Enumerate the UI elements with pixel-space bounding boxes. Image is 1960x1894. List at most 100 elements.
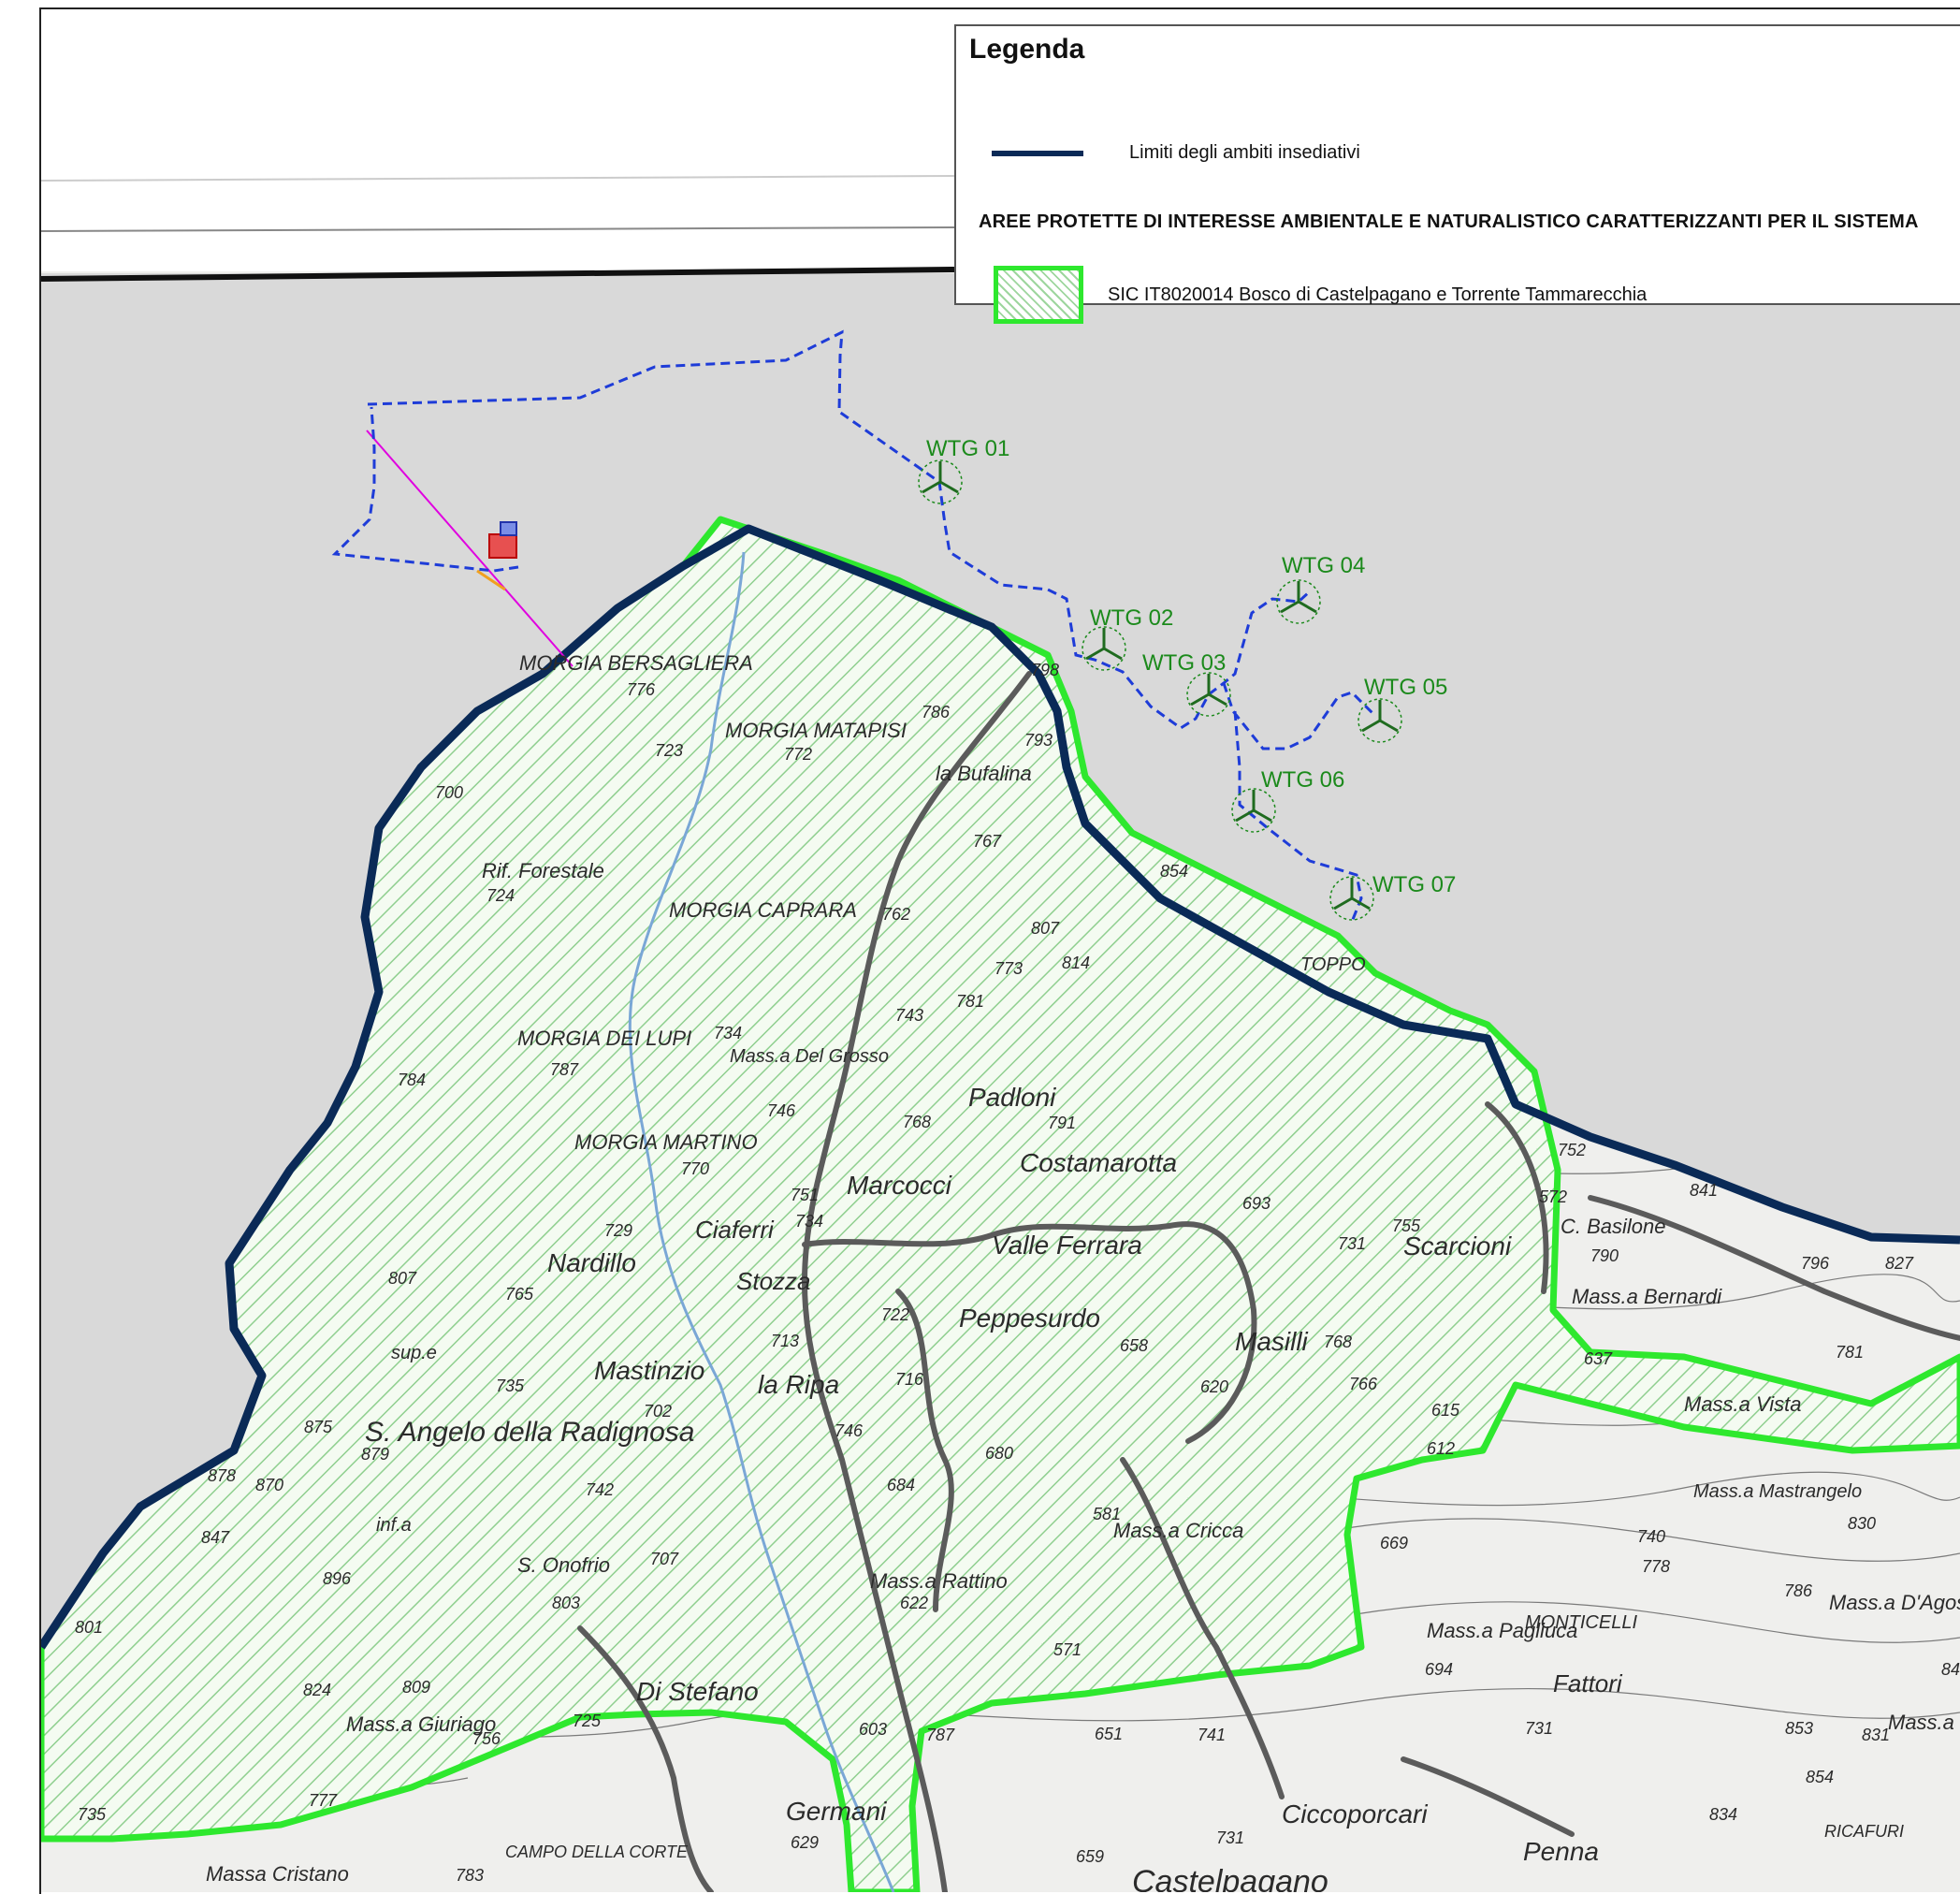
turbine-label: WTG 06 [1261, 767, 1344, 793]
wind-turbine-5[interactable]: WTG 05 [1357, 675, 1447, 743]
wind-turbine-7[interactable]: WTG 07 [1329, 872, 1456, 921]
turbine-buffer-circle [1186, 672, 1231, 717]
turbine-buffer-circle [1082, 626, 1126, 671]
spot-height: 854 [1160, 862, 1188, 881]
spot-height: 755 [1392, 1217, 1421, 1235]
spot-height: 762 [882, 905, 910, 924]
place-name: Nardillo [547, 1248, 636, 1277]
turbine-blade [1085, 647, 1105, 661]
legend-title: Legenda [969, 34, 1085, 65]
spot-height: 787 [550, 1060, 579, 1079]
place-name: sup.e [391, 1343, 437, 1363]
spot-height: 637 [1584, 1349, 1613, 1368]
place-name: Scarcioni [1403, 1231, 1512, 1260]
spot-height: 731 [1525, 1719, 1553, 1738]
turbine-label: WTG 01 [926, 436, 1009, 461]
place-name: Costamarotta [1020, 1148, 1177, 1177]
place-name: Mass.a D'Agostino [1829, 1591, 1960, 1614]
place-name: Massa Cristano [206, 1862, 349, 1886]
turbine-blade [1208, 692, 1227, 707]
spot-height: 629 [791, 1833, 819, 1852]
spot-height: 896 [323, 1569, 352, 1588]
place-name: Ciccoporcari [1282, 1799, 1428, 1828]
spot-height: 742 [586, 1480, 614, 1499]
place-name: MORGIA CAPRARA [669, 898, 857, 922]
legend-panel: Legenda Limiti degli ambiti insediativi … [954, 24, 1960, 324]
substation-red [488, 533, 517, 559]
spot-height: 729 [604, 1221, 632, 1240]
turbine-label: WTG 05 [1364, 675, 1447, 700]
wind-turbine-3[interactable]: WTG 03 [1142, 650, 1231, 717]
turbine-blade [1253, 809, 1272, 823]
spot-height: 740 [1637, 1527, 1665, 1546]
spot-height: 803 [552, 1594, 580, 1612]
place-name: Stozza [736, 1267, 811, 1295]
magenta-line [366, 430, 573, 667]
spot-height: 756 [472, 1729, 501, 1748]
protected-areas-heading: AREE PROTETTE DI INTERESSE AMBIENTALE E … [979, 211, 1919, 232]
place-name: Mass.a Pagliuca [1427, 1619, 1577, 1642]
turbine-label: WTG 02 [1090, 605, 1173, 631]
turbine-blade [1379, 719, 1399, 733]
place-name: la Ripa [758, 1370, 839, 1399]
spot-height: 735 [496, 1377, 525, 1395]
spot-height: 831 [1862, 1726, 1890, 1744]
spot-height: 776 [627, 680, 656, 699]
spot-height: 767 [973, 832, 1002, 851]
roads [577, 671, 1960, 1892]
wind-turbine-4[interactable]: WTG 04 [1276, 553, 1365, 624]
spot-height: 725 [573, 1712, 602, 1730]
wind-turbine-1[interactable]: WTG 01 [918, 436, 1009, 504]
spot-height: 612 [1427, 1439, 1455, 1458]
spot-height: 793 [1024, 731, 1053, 750]
boundary-line-label: Limiti degli ambiti insediativi [1129, 142, 1360, 163]
spot-height: 684 [887, 1476, 915, 1494]
place-name: Masilli [1235, 1327, 1309, 1356]
spot-height: 768 [903, 1113, 931, 1131]
place-name: MONTICELLI [1525, 1612, 1637, 1633]
wind-turbine-6[interactable]: WTG 06 [1231, 767, 1344, 833]
wind-turbine-2[interactable]: WTG 02 [1082, 605, 1173, 671]
turbine-buffer-circle [918, 459, 963, 504]
place-name: Fattori [1553, 1669, 1623, 1697]
place-name: Mass.a [1888, 1711, 1954, 1734]
turbine-blade [1351, 896, 1371, 911]
spot-height: 723 [655, 741, 683, 760]
spot-height: 713 [771, 1332, 799, 1350]
spot-height: 853 [1785, 1719, 1813, 1738]
turbine-blade [939, 480, 959, 494]
spot-height: 773 [995, 959, 1023, 978]
spot-height: 716 [895, 1370, 924, 1389]
place-name: MORGIA MATAPISI [725, 719, 907, 742]
turbine-label: WTG 04 [1282, 553, 1365, 578]
place-name: la Bufalina [936, 762, 1032, 785]
spot-height: 786 [922, 703, 951, 721]
place-names: MORGIA BERSAGLIERA MORGIA MATAPISI la Bufa… [206, 651, 1960, 1892]
spot-height: 572 [1539, 1187, 1567, 1206]
spot-height: 781 [956, 992, 984, 1011]
spot-height: 722 [881, 1305, 909, 1324]
spot-height: 694 [1425, 1660, 1453, 1679]
spot-height: 790 [1590, 1246, 1619, 1265]
place-name: Ciaferri [695, 1216, 775, 1244]
spot-height: 870 [255, 1476, 283, 1494]
spot-height: 770 [681, 1159, 709, 1178]
place-name: MORGIA MARTINO [574, 1130, 758, 1154]
spot-height: 702 [644, 1402, 672, 1420]
turbine-blade [1361, 719, 1381, 733]
place-name: MORGIA BERSAGLIERA [519, 651, 753, 675]
spot-height: 801 [75, 1618, 103, 1637]
spot-height: 680 [985, 1444, 1013, 1463]
turbine-blade [1190, 692, 1210, 707]
boundary-line-swatch [992, 151, 1083, 156]
spot-height: 854 [1806, 1768, 1834, 1786]
turbine-label: WTG 03 [1142, 650, 1226, 676]
cable-route [331, 329, 1377, 923]
place-name: Penna [1523, 1837, 1599, 1866]
spot-height: 734 [795, 1212, 823, 1231]
place-name: Mass.a Rattino [870, 1569, 1008, 1593]
turbine-buffer-circle [1276, 579, 1321, 624]
spot-height: 791 [1048, 1114, 1076, 1132]
